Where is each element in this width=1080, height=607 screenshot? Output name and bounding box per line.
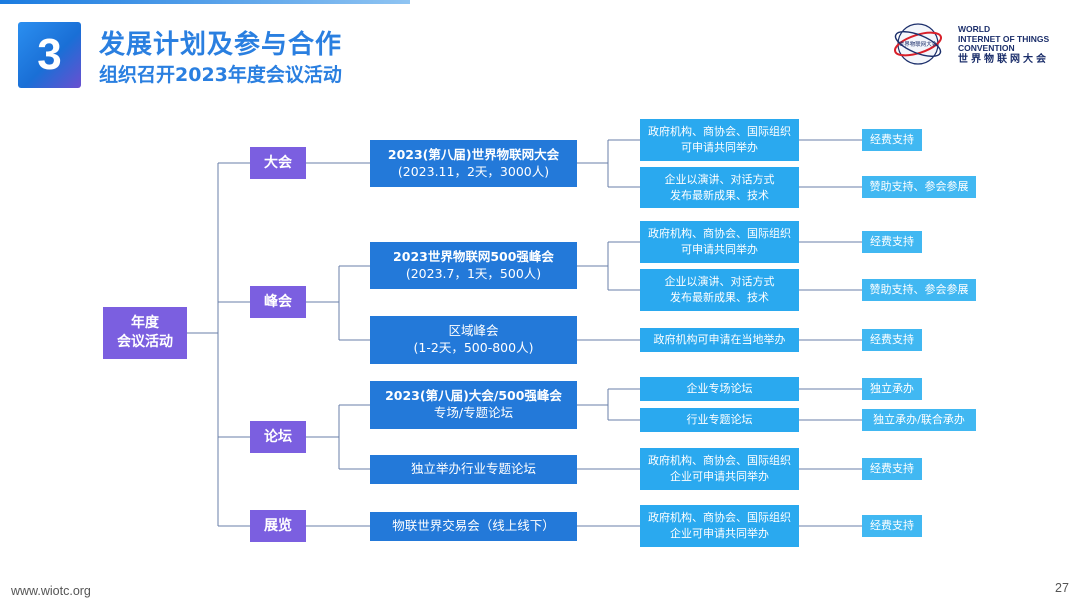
- option-3-line-1: 政府机构、商协会、国际组织: [648, 227, 791, 241]
- section-number: 3: [37, 30, 62, 79]
- category-luntan: 论坛: [250, 421, 306, 453]
- wiotc-emblem-icon: 世界物联网大会: [894, 23, 942, 65]
- option-6-line-1: 企业专场论坛: [686, 382, 753, 396]
- option-3-line-2: 可申请共同举办: [681, 243, 758, 256]
- section-number-badge: 3: [18, 22, 81, 88]
- event-6-title: 物联世界交易会（线上线下）: [392, 518, 555, 534]
- page-title: 发展计划及参与合作: [99, 30, 343, 60]
- category-fenghui: 峰会: [250, 286, 306, 318]
- support-node-6: 独立承办: [862, 378, 922, 400]
- option-node-3: 政府机构、商协会、国际组织 可申请共同举办: [640, 221, 799, 263]
- page-subtitle: 组织召开2023年度会议活动: [99, 64, 342, 86]
- emblem-text: 世界物联网大会: [899, 40, 938, 48]
- support-node-1: 经费支持: [862, 129, 922, 151]
- event-node-3: 区域峰会 (1-2天，500-800人): [370, 316, 577, 364]
- support-node-3: 经费支持: [862, 231, 922, 253]
- option-8-line-2: 企业可申请共同举办: [670, 470, 769, 483]
- event-node-2: 2023世界物联网500强峰会 (2023.7，1天，500人): [370, 242, 577, 289]
- option-node-1: 政府机构、商协会、国际组织 可申请共同举办: [640, 119, 799, 161]
- option-1-line-1: 政府机构、商协会、国际组织: [648, 125, 791, 139]
- logo-line-2: INTERNET OF THINGS: [958, 33, 1050, 44]
- option-node-9: 政府机构、商协会、国际组织 企业可申请共同举办: [640, 505, 799, 547]
- option-9-line-1: 政府机构、商协会、国际组织: [648, 511, 791, 525]
- event-1-title: 2023(第八届)世界物联网大会: [387, 146, 560, 162]
- category-dahui: 大会: [250, 147, 306, 179]
- support-node-2: 赞助支持、参会参展: [862, 176, 976, 198]
- event-5-title: 独立举办行业专题论坛: [410, 461, 536, 477]
- option-8-line-1: 政府机构、商协会、国际组织: [648, 454, 791, 468]
- logo-line-3: CONVENTION: [958, 43, 1015, 53]
- option-5-line-1: 政府机构可申请在当地举办: [653, 333, 786, 347]
- logo-wordmark: WORLD INTERNET OF THINGS CONVENTION 世界物联…: [958, 24, 1050, 65]
- event-3-title: 区域峰会: [448, 323, 499, 339]
- option-2-line-1: 企业以演讲、对话方式: [664, 172, 775, 186]
- option-node-4: 企业以演讲、对话方式 发布最新成果、技术: [640, 269, 799, 311]
- option-7-line-1: 行业专题论坛: [686, 413, 753, 427]
- top-accent-bar: [0, 0, 410, 4]
- event-4-title: 2023(第八届)大会/500强峰会: [385, 388, 562, 404]
- footer-url: www.wiotc.org: [11, 584, 91, 598]
- event-2-title: 2023世界物联网500强峰会: [393, 248, 554, 264]
- option-node-2: 企业以演讲、对话方式 发布最新成果、技术: [640, 167, 799, 208]
- page-number: 27: [1055, 581, 1069, 595]
- event-3-detail: (1-2天，500-800人): [413, 340, 534, 355]
- support-node-5: 经费支持: [862, 329, 922, 351]
- option-2-line-2: 发布最新成果、技术: [670, 188, 769, 202]
- event-node-5: 独立举办行业专题论坛: [370, 455, 577, 484]
- logo-line-cn: 世界物联网大会: [958, 53, 1049, 65]
- option-4-line-2: 发布最新成果、技术: [670, 291, 769, 304]
- option-9-line-2: 企业可申请共同举办: [670, 527, 769, 540]
- event-2-detail: (2023.7，1天，500人): [405, 265, 542, 281]
- option-1-line-2: 可申请共同举办: [681, 141, 758, 154]
- support-node-9: 经费支持: [862, 515, 922, 537]
- support-node-8: 经费支持: [862, 458, 922, 480]
- event-4-detail: 专场/专题论坛: [433, 405, 514, 420]
- root-line-2: 会议活动: [117, 334, 173, 350]
- option-4-line-1: 企业以演讲、对话方式: [664, 275, 775, 289]
- event-node-1: 2023(第八届)世界物联网大会 (2023.11，2天，3000人): [370, 140, 577, 187]
- option-node-6: 企业专场论坛: [640, 377, 799, 401]
- option-node-8: 政府机构、商协会、国际组织 企业可申请共同举办: [640, 448, 799, 490]
- event-node-4: 2023(第八届)大会/500强峰会 专场/专题论坛: [370, 381, 577, 429]
- option-node-7: 行业专题论坛: [640, 408, 799, 432]
- category-zhanlan: 展览: [250, 510, 306, 542]
- root-node-annual-meetings: 年度 会议活动: [103, 307, 187, 359]
- support-node-4: 赞助支持、参会参展: [862, 279, 976, 301]
- option-node-5: 政府机构可申请在当地举办: [640, 328, 799, 352]
- support-node-7: 独立承办/联合承办: [862, 409, 976, 431]
- root-line-1: 年度: [131, 315, 159, 332]
- logo-line-1: WORLD: [958, 24, 991, 34]
- event-node-6: 物联世界交易会（线上线下）: [370, 512, 577, 541]
- event-1-detail: (2023.11，2天，3000人): [397, 163, 550, 179]
